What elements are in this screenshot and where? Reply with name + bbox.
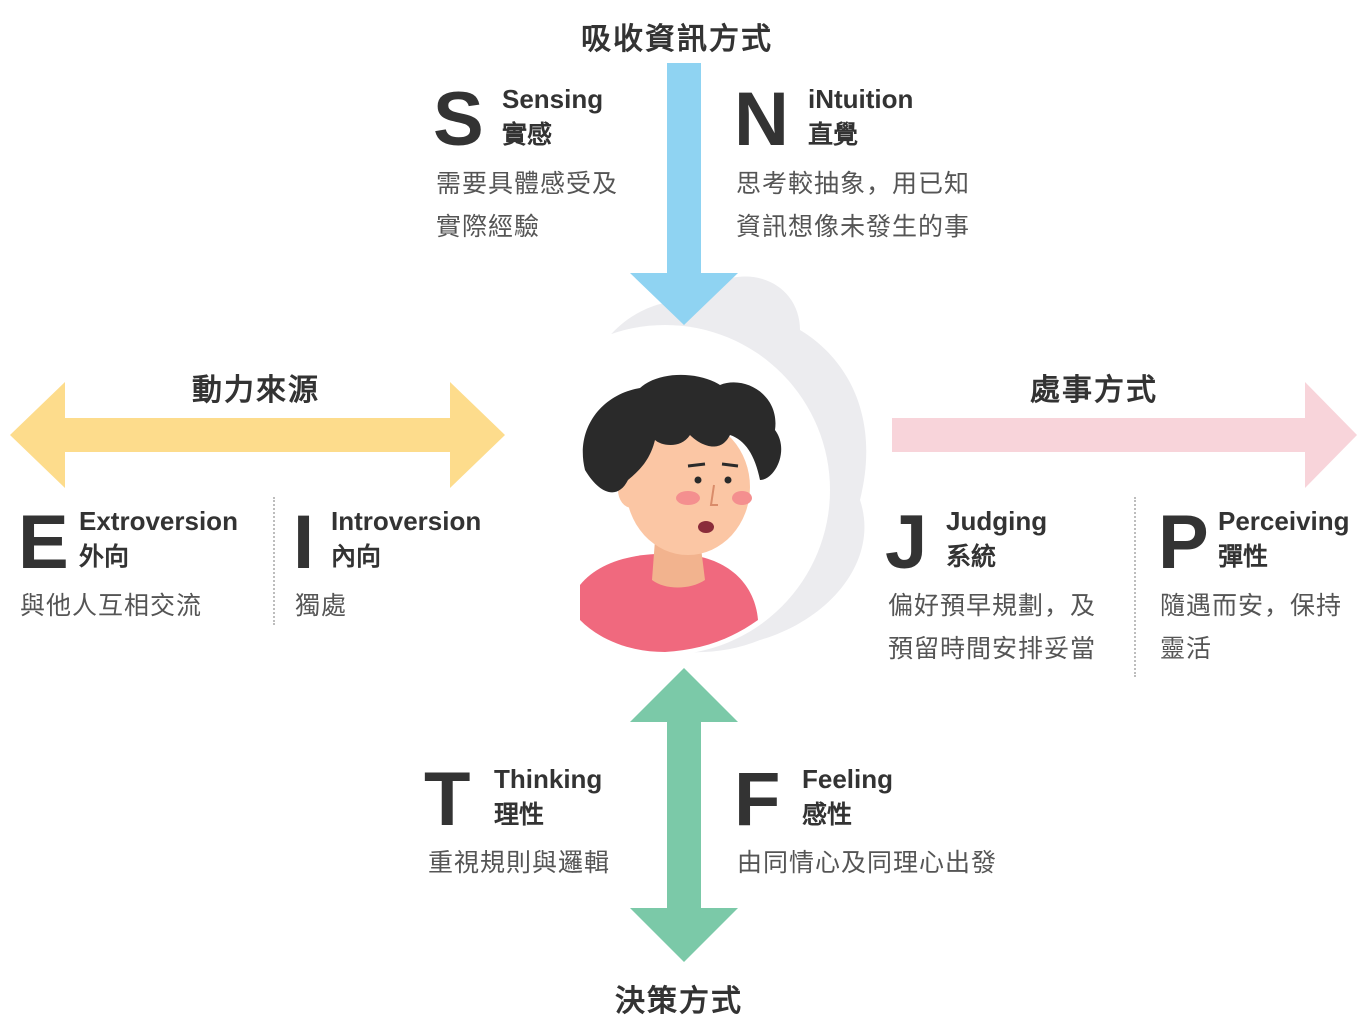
- type-letter-f: F: [734, 757, 781, 842]
- type-en-judging: Judging: [946, 506, 1048, 536]
- desc-line: 思考較抽象，用已知: [736, 169, 971, 198]
- type-desc-introversion: 獨處: [295, 584, 347, 627]
- type-en-introversion: Introversion: [331, 506, 482, 536]
- bottom-double-arrow: [630, 668, 738, 962]
- type-desc-judging: 偏好預早規劃，及 預留時間安排妥當: [888, 584, 1096, 670]
- desc-line: 與他人互相交流: [20, 591, 203, 620]
- desc-line: 重視規則與邏輯: [428, 848, 611, 877]
- type-desc-feeling: 由同情心及同理心出發: [737, 841, 997, 884]
- desc-line: 資訊想像未發生的事: [736, 212, 971, 241]
- type-en-perceiving: Perceiving: [1218, 506, 1350, 536]
- type-desc-extroversion: 與他人互相交流: [20, 584, 202, 627]
- type-en-thinking: Thinking: [494, 764, 603, 794]
- type-zh-feeling: 感性: [802, 800, 853, 829]
- type-letter-p: P: [1158, 500, 1209, 585]
- axis-title-left: 動力來源: [192, 373, 320, 408]
- desc-line: 獨處: [295, 591, 348, 620]
- type-desc-perceiving: 隨遇而安，保持 靈活: [1160, 584, 1342, 670]
- desc-line: 實際經驗: [436, 212, 541, 241]
- type-desc-thinking: 重視規則與邏輯: [428, 841, 610, 884]
- type-en-feeling: Feeling: [802, 764, 894, 794]
- axis-title-top: 吸收資訊方式: [581, 22, 773, 57]
- type-en-intuition: iNtuition: [808, 84, 914, 114]
- divider-j-p: [1134, 497, 1136, 677]
- desc-line: 隨遇而安，保持: [1160, 591, 1343, 620]
- type-letter-n: N: [734, 77, 789, 162]
- type-letter-t: T: [424, 757, 471, 842]
- desc-line: 預留時間安排妥當: [888, 634, 1097, 663]
- axis-title-right: 處事方式: [1030, 373, 1158, 408]
- type-zh-introversion: 內向: [331, 542, 382, 571]
- desc-line: 需要具體感受及: [436, 169, 619, 198]
- type-desc-sensing: 需要具體感受及 實際經驗: [436, 162, 618, 248]
- left-double-arrow: [10, 382, 505, 488]
- type-zh-judging: 系統: [946, 542, 997, 571]
- type-zh-intuition: 直覺: [808, 120, 859, 149]
- type-letter-e: E: [18, 500, 69, 585]
- axis-title-bottom: 決策方式: [615, 984, 743, 1019]
- type-zh-extroversion: 外向: [79, 542, 130, 571]
- type-letter-j: J: [885, 500, 928, 585]
- type-letter-s: S: [433, 77, 484, 162]
- type-zh-sensing: 實感: [502, 120, 553, 149]
- person-avatar-icon: [580, 374, 782, 652]
- right-arrow: [892, 382, 1357, 488]
- type-zh-thinking: 理性: [494, 800, 545, 829]
- type-zh-perceiving: 彈性: [1218, 542, 1269, 571]
- top-arrow: [630, 63, 738, 325]
- desc-line: 靈活: [1160, 634, 1213, 663]
- type-en-sensing: Sensing: [502, 84, 604, 114]
- type-letter-i: I: [293, 500, 315, 585]
- desc-line: 由同情心及同理心出發: [737, 848, 998, 877]
- type-desc-intuition: 思考較抽象，用已知 資訊想像未發生的事: [736, 162, 970, 248]
- desc-line: 偏好預早規劃，及: [888, 591, 1097, 620]
- divider-e-i: [273, 497, 275, 625]
- type-en-extroversion: Extroversion: [79, 506, 238, 536]
